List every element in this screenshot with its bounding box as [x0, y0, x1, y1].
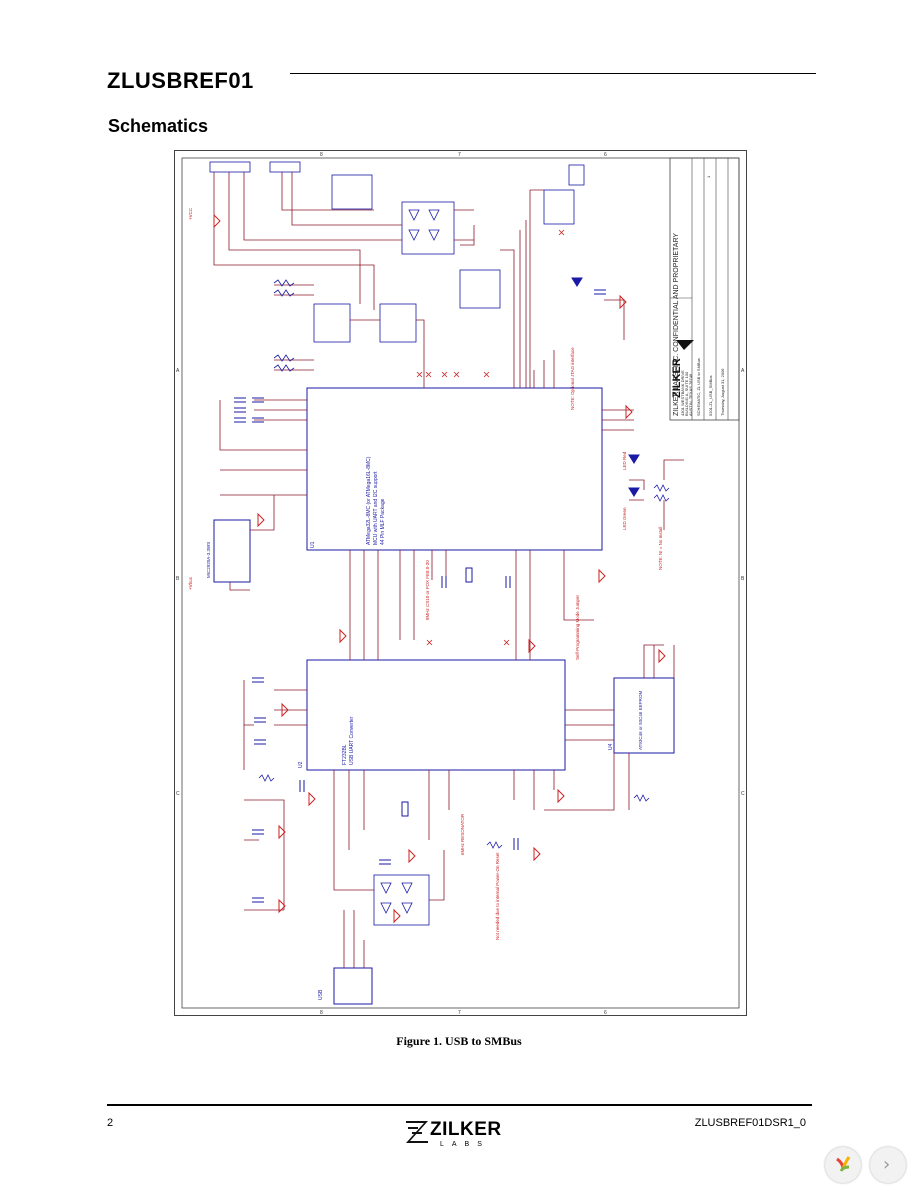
footer-rule — [107, 1104, 812, 1106]
schematic-drawing: ZILKER LABS, INC. CONFIDENTIAL AND PROPR… — [174, 150, 747, 1016]
svg-text:6: 6 — [604, 152, 607, 158]
viewer-logo-icon — [836, 1156, 851, 1172]
zilker-logo: ZILKER LABS — [406, 1117, 506, 1157]
svg-text:A: A — [741, 368, 745, 374]
note-power-on-reset: Not needed due to internal Power-On Rese… — [495, 852, 500, 940]
svg-text:B: B — [741, 576, 745, 582]
grounds — [213, 213, 666, 924]
led-red-label: LED Red — [622, 451, 627, 470]
chevron-right-icon: › — [883, 1154, 891, 1175]
vbus-label: +Vbus — [188, 576, 193, 590]
title-block-date: Thursday, August 31, 2006 — [720, 368, 725, 416]
logo-wordmark: ZILKER — [430, 1119, 502, 1140]
leds — [571, 277, 640, 497]
title-block-rev: 1 — [706, 175, 711, 178]
svg-text:6: 6 — [604, 1010, 607, 1016]
usb-uart-ref: U2 — [298, 761, 304, 768]
title-block-company: ZILKER LABS, INC. CONFIDENTIAL AND PROPR… — [673, 233, 680, 416]
connector-j3 — [209, 161, 585, 225]
document-title: ZLUSBREF01 — [107, 68, 254, 93]
usb-conn-label: USB — [318, 989, 324, 1000]
usb-connector-j1: USB — [318, 967, 373, 1005]
schematic-inner-border — [181, 157, 740, 1009]
capacitors — [234, 289, 606, 903]
page-number: 2 — [107, 1117, 114, 1129]
svg-text:C: C — [741, 791, 745, 797]
resistors — [258, 279, 670, 849]
fet-q1 — [313, 269, 501, 343]
schematic-logo: ZILKER — [671, 340, 694, 398]
title-block-address-3: AUSTIN, TEXAS 78746 — [688, 373, 693, 416]
svg-text:B: B — [176, 576, 180, 582]
xtal1-label: 8MHz CS10 or FOX FE8.0-20 — [425, 560, 430, 620]
note-jtag: NOTE: Optional JTAG interface — [570, 347, 575, 410]
figure-caption: Figure 1. USB to SMBus — [396, 1034, 522, 1048]
header-rule — [290, 73, 816, 74]
svg-text:8: 8 — [320, 152, 323, 158]
wires — [213, 172, 684, 968]
led-green-label: LED Green — [622, 507, 627, 530]
grid-marks: 8 7 6 8 7 6 A B C A B C — [176, 152, 745, 1016]
next-page-button[interactable]: › — [870, 1147, 906, 1183]
mcu-pkg: 44 Pin MLF Package — [380, 498, 386, 545]
svg-text:7: 7 — [458, 1010, 461, 1016]
svg-text:8: 8 — [320, 1010, 323, 1016]
mcu-ref: U1 — [310, 541, 316, 548]
mcu-part: ATMega32L-8MC (or ATMega16L-8MC) — [366, 456, 372, 545]
eeprom-part: AT93C46 or 93C46 EEPROM — [638, 691, 643, 750]
regulator-part: MIC2920A-3.3WS — [206, 542, 211, 578]
section-title: Schematics — [108, 116, 209, 136]
viewer-logo-button[interactable] — [825, 1147, 861, 1183]
title-block-address-1: 4301 WESTBANK DRIVE — [680, 370, 685, 416]
svg-text:C: C — [176, 791, 180, 797]
esd-array-bottom — [373, 874, 430, 926]
document-id: ZLUSBREF01DSR1_0 — [694, 1117, 806, 1129]
title-block-address-2: BUILDING A, SUITE 100 — [684, 371, 689, 416]
usb-uart-part: FT232BL — [342, 744, 348, 765]
mcu-u1: ATMega32L-8MC (or ATMega16L-8MC) MCU wit… — [306, 387, 603, 551]
schematic-border — [174, 150, 747, 1016]
note-prog-jumper: Self-Programming Mode Jumper — [575, 594, 580, 660]
svg-text:A: A — [176, 368, 180, 374]
crystal-y2 — [401, 567, 473, 817]
xtal2-label: 6MHz RESONATOR — [460, 813, 465, 855]
zilker-logo-mark — [406, 1121, 428, 1143]
no-connect-marks — [416, 229, 565, 646]
note-no-install: NOTE: NI = No Install — [658, 527, 663, 570]
usb-uart-desc: USB UART Converter — [349, 716, 355, 765]
schematic-logo-text: ZILKER — [671, 358, 683, 398]
vcc-label: +VCC — [188, 207, 193, 220]
usb-uart-u2: FT232BL USB UART Converter U2 — [298, 659, 566, 771]
title-block-title: SCHEMATIC, ZL USB to SMBus — [696, 358, 701, 416]
eeprom-ref: U4 — [608, 743, 614, 750]
title-block: ZILKER LABS, INC. CONFIDENTIAL AND PROPR… — [669, 157, 740, 421]
esd-array-top — [401, 201, 455, 255]
svg-text:7: 7 — [458, 152, 461, 158]
title-block-document: 5201-ZL_USB_SMBus — [708, 376, 713, 416]
mcu-note: MCU with UART and I2C support — [373, 471, 379, 545]
logo-subword: LABS — [440, 1141, 490, 1148]
regulator-u3: MIC2920A-3.3WS — [206, 519, 251, 583]
eeprom-u4: AT93C46 or 93C46 EEPROM U4 — [608, 677, 675, 754]
